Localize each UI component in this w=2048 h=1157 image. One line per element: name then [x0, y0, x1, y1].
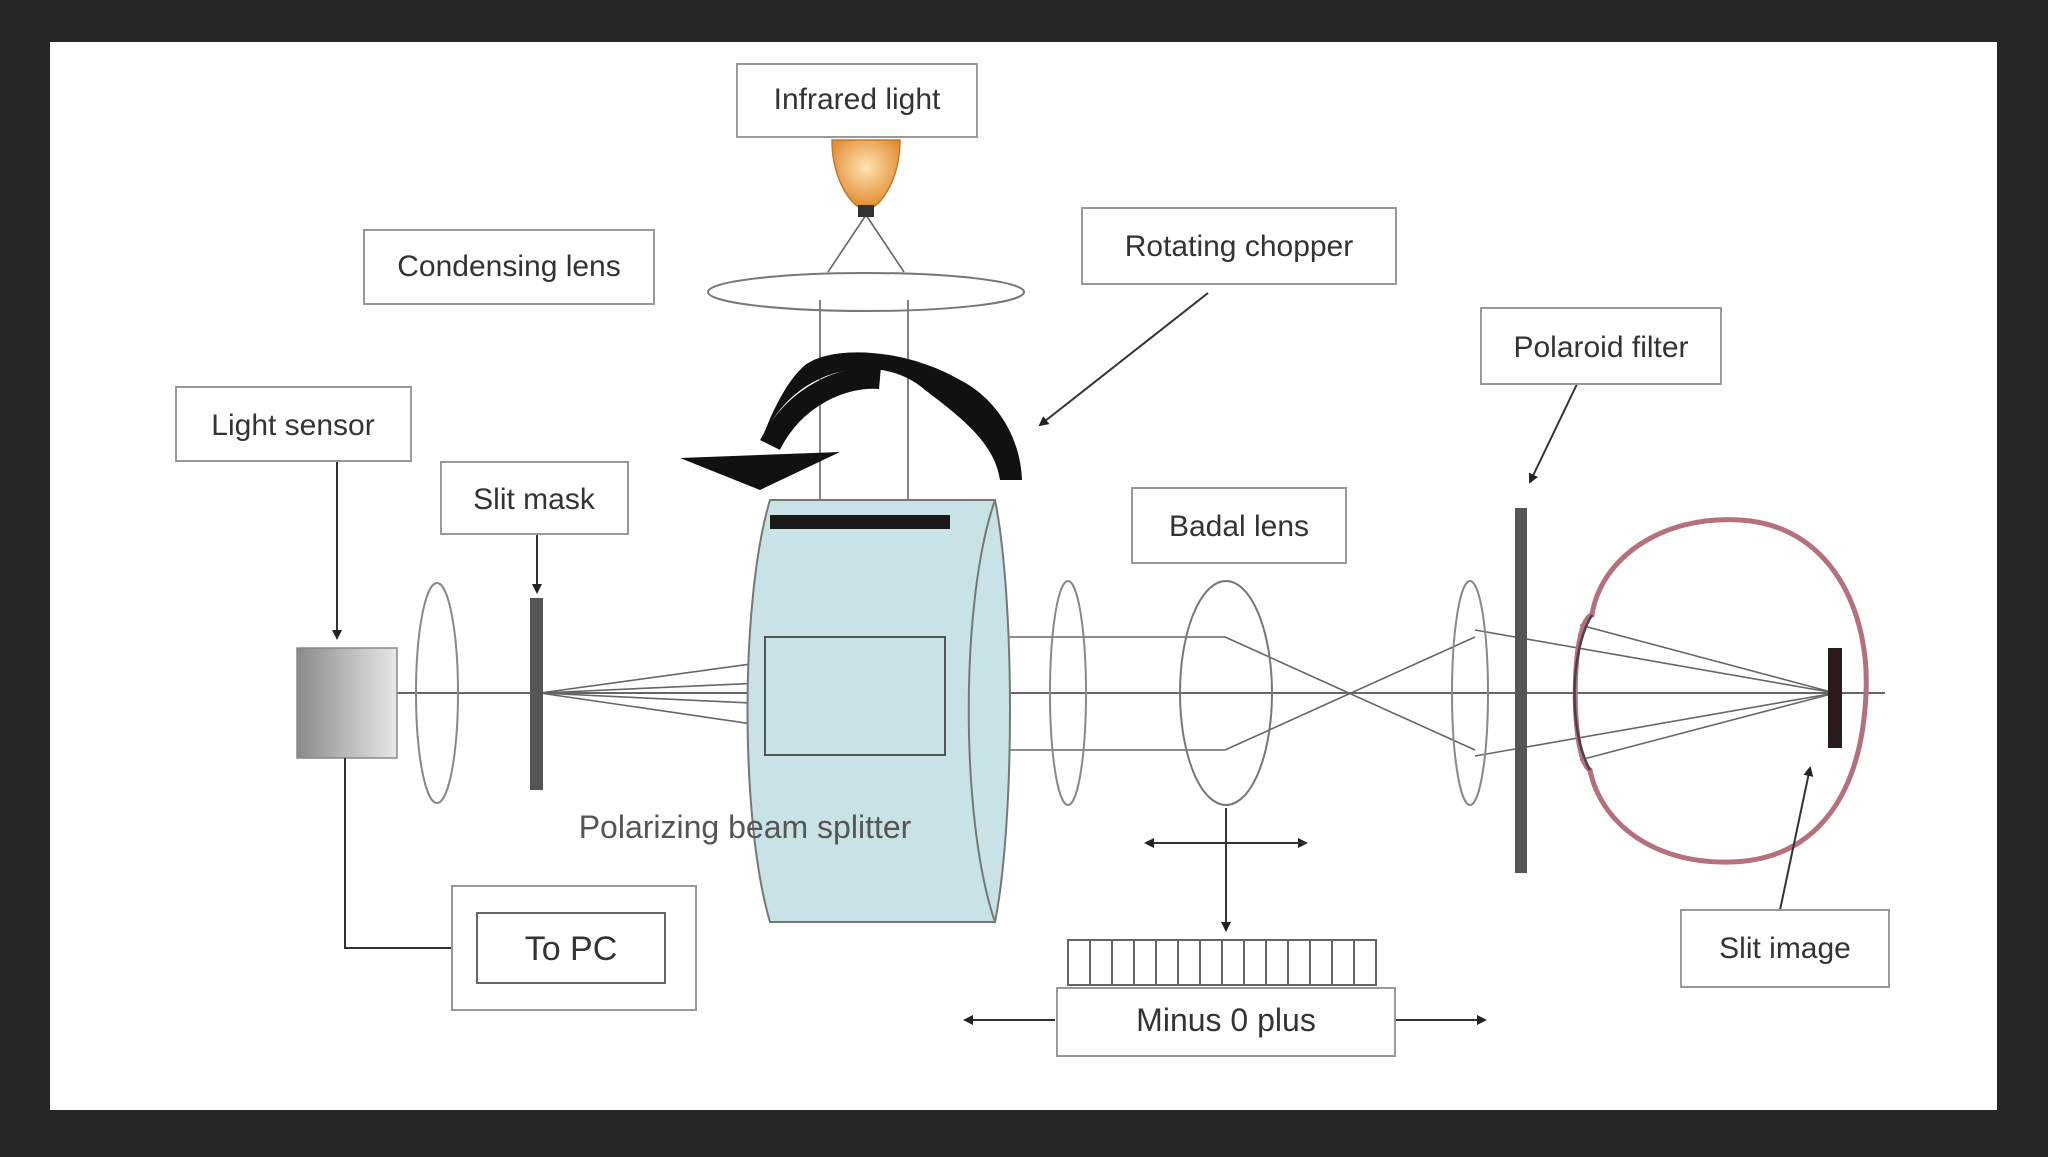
collector-lens: [415, 582, 459, 804]
eye: [1572, 517, 1869, 911]
badal-lens-shape: [1144, 580, 1308, 932]
polarizing-beam-splitter: [746, 499, 1011, 923]
focus-scale: [963, 939, 1487, 1025]
label-light-sensor: Light sensor: [211, 409, 374, 442]
label-slit-image: Slit image: [1719, 932, 1851, 965]
label-rotating-chopper: Rotating chopper: [1125, 230, 1354, 263]
label-boxes: [175, 63, 1890, 1057]
label-polarizing-beam-splitter: Polarizing beam splitter: [579, 809, 912, 845]
polaroid-filter-plate: [1515, 381, 1579, 873]
light-sensor-device: [296, 460, 452, 949]
rotating-chopper-arrow: [680, 352, 1022, 490]
label-polaroid-filter: Polaroid filter: [1513, 331, 1688, 364]
label-condensing-lens: Condensing lens: [397, 250, 621, 283]
slit-mask-device: [530, 530, 543, 790]
label-infrared-light: Infrared light: [774, 83, 941, 116]
paper-background: [50, 42, 1997, 1110]
label-to-pc: To PC: [525, 930, 618, 968]
rotating-chopper-pointer: [1038, 292, 1209, 427]
label-minus-0-plus: Minus 0 plus: [1136, 1002, 1316, 1038]
field-lens: [1049, 580, 1087, 806]
label-badal-lens: Badal lens: [1169, 510, 1309, 543]
eyepiece-lens: [1451, 580, 1489, 806]
label-slit-mask: Slit mask: [473, 483, 596, 516]
condensing-lens-shape: [707, 272, 1025, 312]
infrared-bulb: [831, 139, 901, 217]
